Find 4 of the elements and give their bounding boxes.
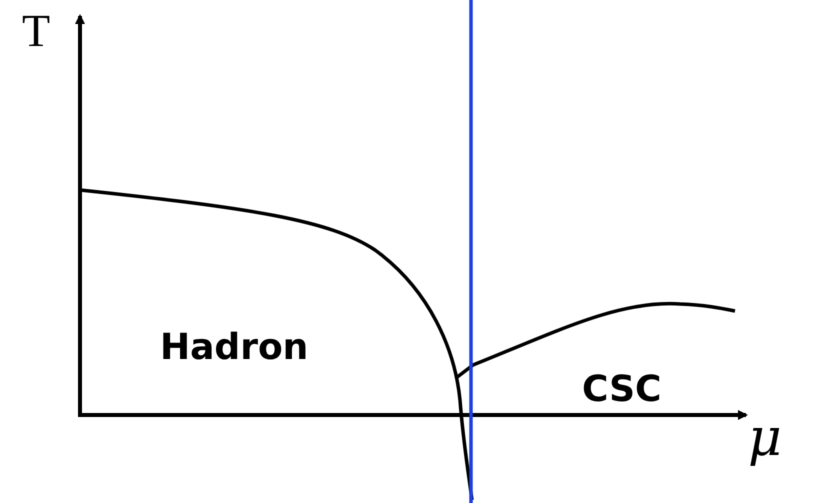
- axis-label: T: [22, 8, 50, 54]
- region-label: Hadron: [160, 330, 308, 366]
- region-label: CSC: [582, 372, 662, 408]
- axis-label: μ: [748, 412, 782, 464]
